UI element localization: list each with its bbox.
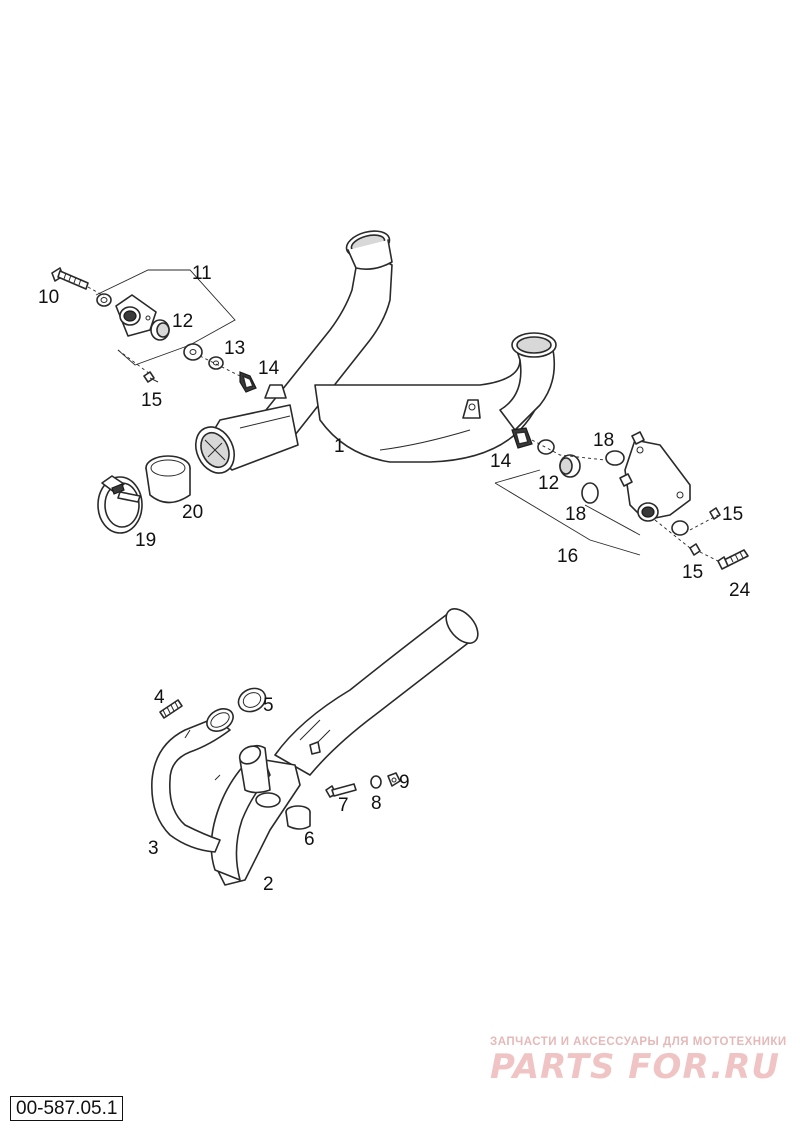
clamp-19 <box>97 475 143 534</box>
watermark: ЗАПЧАСТИ И АКСЕССУАРЫ ДЛЯ МОТОТЕХНИКИ PA… <box>490 1036 787 1087</box>
callout-7: 7 <box>338 795 349 816</box>
muffler-y-pipe <box>194 230 557 474</box>
callout-12-right: 12 <box>538 473 559 494</box>
sleeve-20 <box>145 455 191 504</box>
callout-15-right-lower: 15 <box>682 562 703 583</box>
callout-24: 24 <box>729 580 751 601</box>
header-pipe-3 <box>151 708 234 853</box>
callout-16: 16 <box>557 546 578 567</box>
callout-15-left: 15 <box>141 390 162 411</box>
watermark-logo: PARTS FOR.RU <box>490 1047 780 1087</box>
right-mount-hardware <box>494 427 749 570</box>
callout-8: 8 <box>371 793 382 814</box>
callout-13: 13 <box>224 338 245 359</box>
header-pipe-2 <box>210 608 479 886</box>
callout-14-right: 14 <box>490 451 512 472</box>
gasket-5 <box>237 687 267 713</box>
left-mount-hardware <box>51 267 257 393</box>
callout-20: 20 <box>182 502 203 523</box>
callout-labels: 1 2 3 4 5 6 7 8 9 10 11 12 13 14 15 14 1… <box>38 263 751 895</box>
bolt-10 <box>51 267 89 290</box>
callout-19: 19 <box>135 530 156 551</box>
callout-3: 3 <box>148 838 159 859</box>
callout-10: 10 <box>38 287 59 308</box>
callout-15-right-upper: 15 <box>722 504 743 525</box>
washer-8 <box>370 775 382 789</box>
callout-2: 2 <box>263 874 274 895</box>
callout-9: 9 <box>399 772 410 793</box>
callout-11: 11 <box>192 263 212 284</box>
spring-4 <box>159 699 183 719</box>
nut-9 <box>387 772 401 787</box>
watermark-tagline: ЗАПЧАСТИ И АКСЕССУАРЫ ДЛЯ МОТОТЕХНИКИ <box>490 1036 787 1048</box>
callout-12-left: 12 <box>172 311 193 332</box>
callout-18-upper: 18 <box>593 430 614 451</box>
drawing-code-label: 00-587.05.1 <box>10 1096 124 1121</box>
callout-14-left: 14 <box>258 358 280 379</box>
callout-4: 4 <box>154 687 165 708</box>
callout-1: 1 <box>334 436 345 457</box>
sleeve-6 <box>285 805 311 830</box>
callout-18-lower: 18 <box>565 504 586 525</box>
callout-6: 6 <box>304 829 315 850</box>
callout-5: 5 <box>263 695 274 716</box>
bolt-7 <box>325 783 357 798</box>
